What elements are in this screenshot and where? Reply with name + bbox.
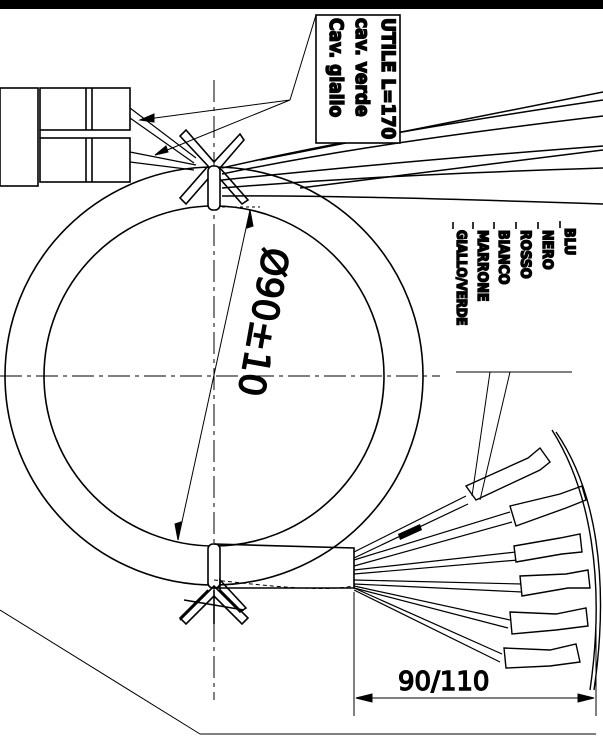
- diameter-dimension: [174, 206, 260, 541]
- overall-dimension: [0, 609, 596, 735]
- cable-note-line3: UTILE L=170: [377, 18, 399, 139]
- cable-note-leaders: [138, 99, 291, 156]
- wire-color-label-1: NERO: [539, 230, 555, 270]
- wire-color-label-3: BIANCO: [495, 230, 511, 285]
- fan-wires: [353, 495, 523, 663]
- wire-color-label-4: MARRONE: [474, 230, 490, 302]
- cable-sheath: [213, 543, 355, 589]
- length-dimension: [353, 592, 597, 716]
- diameter-label: Ø90±10: [229, 244, 295, 399]
- wire-color-leaders: [456, 371, 572, 501]
- wire-color-label-2: ROSSO: [517, 230, 533, 279]
- terminal-arc-inner: [555, 431, 602, 691]
- top-cable-tie: [178, 128, 250, 211]
- cable-note-line1: Cav. giallo: [325, 18, 347, 117]
- terminal-arc: [551, 429, 597, 691]
- cable-note-box: [289, 14, 401, 144]
- wire-color-label-0: BLU: [561, 228, 577, 255]
- terminals: [464, 446, 591, 669]
- wire-color-label-5: GIALLO/VERDE: [453, 230, 468, 325]
- wire-color-dashes: [452, 221, 561, 229]
- cable-note-line2: cav. verde: [351, 18, 373, 117]
- length-dimension-label: 90/110: [398, 667, 489, 697]
- left-wires: [129, 107, 197, 171]
- top-border: [0, 0, 603, 9]
- top-cable-bundle: [221, 91, 603, 205]
- left-connectors: [0, 87, 131, 187]
